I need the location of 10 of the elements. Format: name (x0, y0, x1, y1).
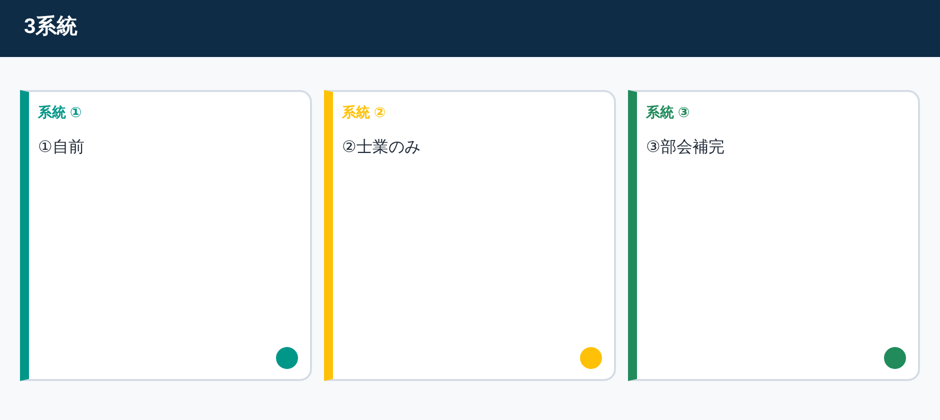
card-text: ②士業のみ (342, 138, 420, 158)
page-title: 3系統 (24, 14, 78, 40)
card-text: ①自前 (38, 138, 84, 158)
card (628, 90, 920, 381)
card (324, 90, 616, 381)
card-heading: 系統 ② (342, 103, 386, 122)
card-text: ③部会補完 (646, 138, 724, 158)
card (20, 90, 312, 381)
card-heading: 系統 ③ (646, 103, 690, 122)
card-heading: 系統 ① (38, 103, 82, 122)
